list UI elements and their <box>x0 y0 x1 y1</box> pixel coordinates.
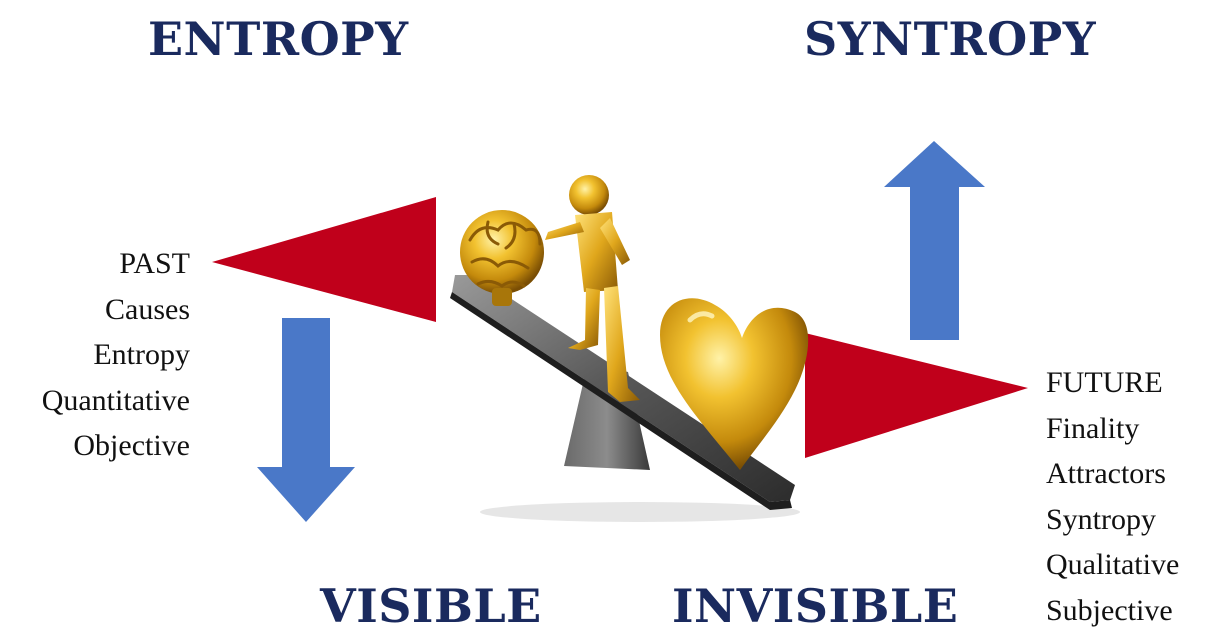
list-item: Causes <box>105 292 190 326</box>
brain-icon <box>460 210 544 306</box>
left-wedge-icon <box>212 197 436 322</box>
list-item: Finality <box>1046 411 1140 445</box>
list-item: Subjective <box>1046 593 1173 627</box>
past-attributes-list: PAST Causes Entropy Quantitative Objecti… <box>42 241 190 469</box>
list-item: Objective <box>73 429 190 462</box>
list-item: PAST <box>119 247 190 280</box>
gold-figure-icon <box>545 175 640 402</box>
list-item: FUTURE <box>1046 366 1163 399</box>
entropy-heading: ENTROPY <box>148 12 409 66</box>
future-attributes-list: FUTURE Finality Attractors Syntropy Qual… <box>1046 360 1179 628</box>
list-item: Syntropy <box>1046 502 1157 536</box>
list-item: Attractors <box>1046 457 1166 490</box>
seesaw-illustration <box>450 175 809 522</box>
visible-heading: VISIBLE <box>320 579 542 628</box>
list-item: Entropy <box>93 338 190 371</box>
syntropy-heading: SYNTROPY <box>804 12 1097 66</box>
heart-icon <box>660 298 809 470</box>
list-item: Qualitative <box>1046 548 1180 581</box>
up-arrow-icon <box>884 141 985 340</box>
invisible-heading: INVISIBLE <box>672 579 959 628</box>
down-arrow-icon <box>257 318 355 522</box>
list-item: Quantitative <box>41 383 190 417</box>
right-wedge-icon <box>805 333 1028 458</box>
